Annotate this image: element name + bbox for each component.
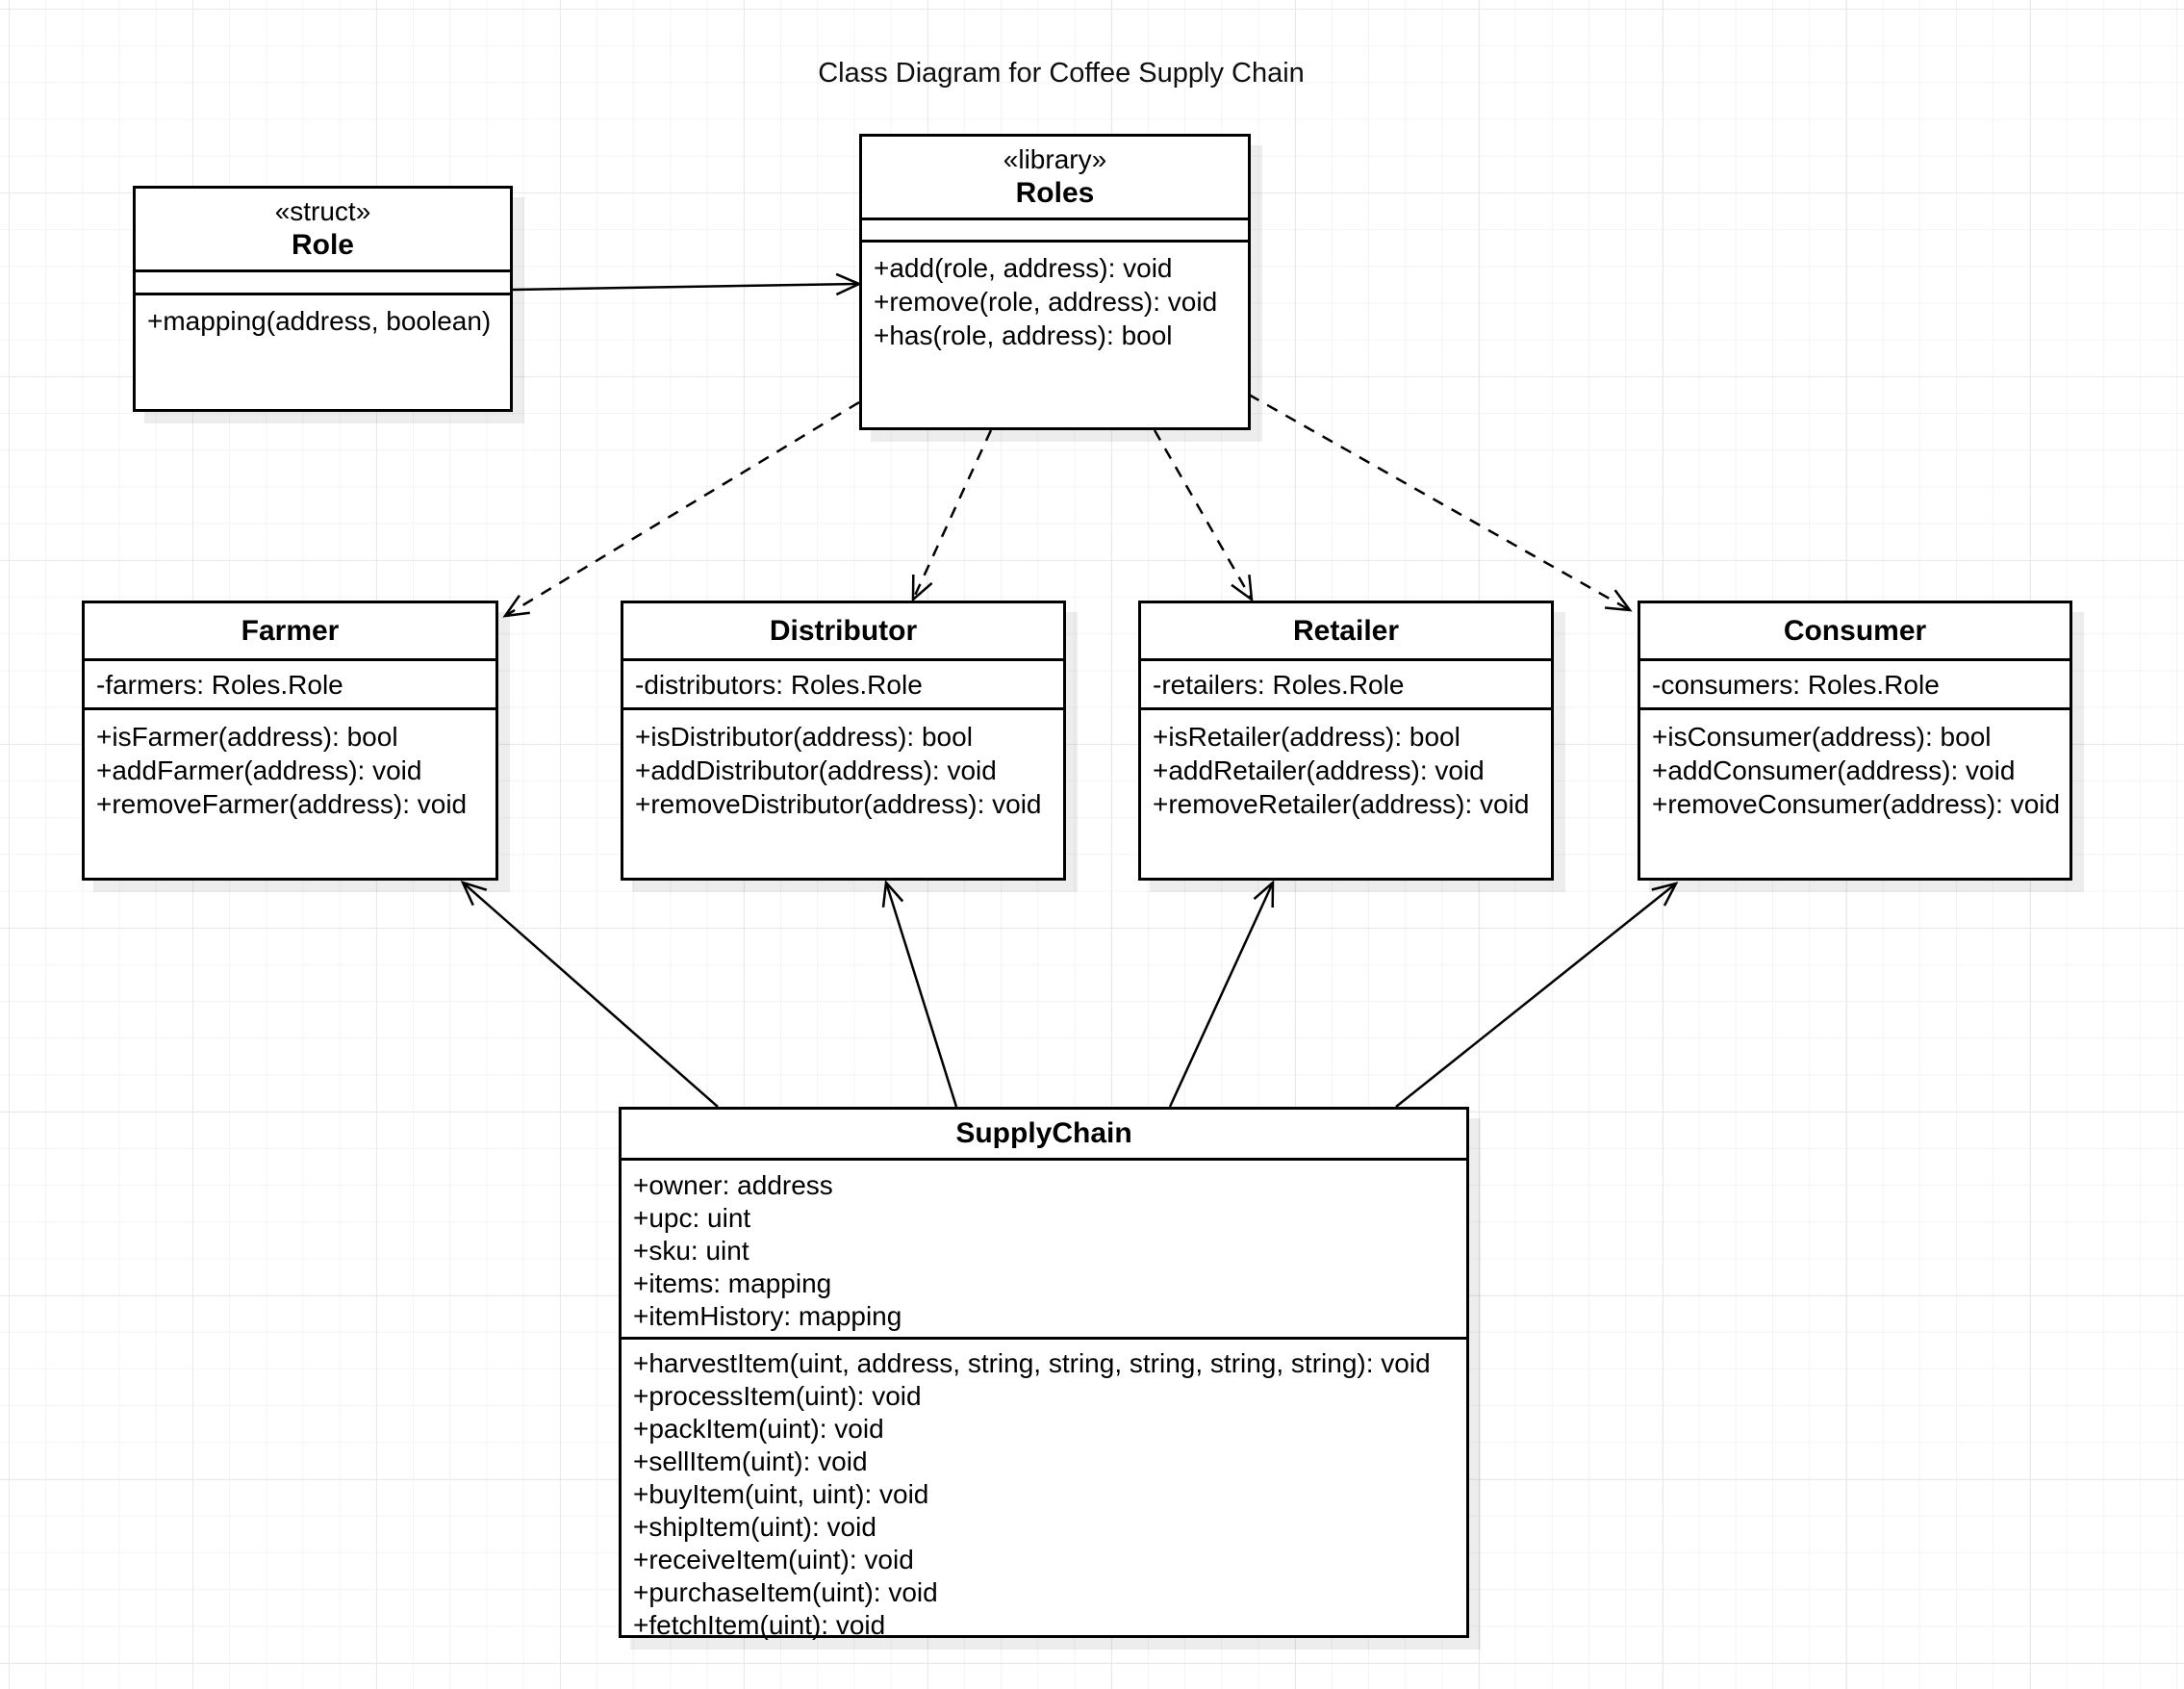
method-line: +shipItem(uint): void (633, 1512, 876, 1542)
class-header: Retailer (1141, 603, 1551, 658)
methods-compartment: +isRetailer(address): bool+addRetailer(a… (1141, 707, 1551, 878)
method-line: +removeRetailer(address): void (1153, 789, 1530, 819)
class-box-roles[interactable]: «library» Roles +add(role, address): voi… (859, 134, 1251, 430)
class-box-farmer[interactable]: Farmer -farmers: Roles.Role +isFarmer(ad… (82, 601, 498, 881)
method-line: +sellItem(uint): void (633, 1446, 868, 1476)
diagram-title: Class Diagram for Coffee Supply Chain (818, 58, 1305, 89)
attribute-line: -farmers: Roles.Role (96, 670, 343, 700)
method-line: +receiveItem(uint): void (633, 1545, 914, 1574)
attributes-compartment: -farmers: Roles.Role (85, 658, 495, 707)
methods-compartment: +add(role, address): void +remove(role, a… (862, 240, 1248, 427)
method-line: +addConsumer(address): void (1652, 755, 2016, 785)
arrowhead-icon (502, 594, 530, 618)
edge-supplychain-to-consumer[interactable] (1395, 882, 1679, 1108)
method-line: +packItem(uint): void (633, 1414, 884, 1444)
method-line: +remove(role, address): void (874, 287, 1218, 317)
attributes-compartment (136, 269, 510, 293)
attributes-compartment: +owner: address+upc: uint+sku: uint+item… (622, 1158, 1466, 1337)
attribute-line: +upc: uint (633, 1203, 751, 1233)
attribute-line: -consumers: Roles.Role (1652, 670, 1940, 700)
edge-supplychain-to-retailer[interactable] (1168, 880, 1275, 1108)
arrowhead-icon (1231, 574, 1254, 602)
method-line: +buyItem(uint, uint): void (633, 1479, 929, 1509)
method-line: +harvestItem(uint, address, string, stri… (633, 1348, 1431, 1378)
method-line: +removeDistributor(address): void (635, 789, 1042, 819)
class-box-consumer[interactable]: Consumer -consumers: Roles.Role +isConsu… (1638, 601, 2072, 881)
class-header: Farmer (85, 603, 495, 658)
edge-supplychain-to-distributor[interactable] (881, 880, 958, 1108)
method-line: +isConsumer(address): bool (1652, 722, 1992, 752)
stereotype-label: «library» (1003, 144, 1107, 174)
stereotype-label: «struct» (274, 196, 371, 226)
class-box-role[interactable]: «struct» Role +mapping(address, boolean) (133, 186, 513, 412)
class-box-supplychain[interactable]: SupplyChain +owner: address+upc: uint+sk… (619, 1107, 1469, 1640)
attribute-line: -distributors: Roles.Role (635, 670, 923, 700)
arrowhead-icon (911, 574, 933, 602)
methods-compartment: +mapping(address, boolean) (136, 293, 510, 409)
arrowhead-icon (1651, 882, 1679, 907)
method-line: +processItem(uint): void (633, 1381, 922, 1411)
attributes-compartment: -retailers: Roles.Role (1141, 658, 1551, 707)
class-name: Role (291, 229, 354, 261)
arrowhead-icon (460, 880, 488, 907)
class-header: «struct» Role (136, 189, 510, 269)
edge-supplychain-to-farmer[interactable] (460, 880, 719, 1108)
attribute-line: -retailers: Roles.Role (1153, 670, 1405, 700)
method-line: +isRetailer(address): bool (1153, 722, 1460, 752)
methods-compartment: +isDistributor(address): bool+addDistrib… (623, 707, 1063, 878)
class-name: Roles (1015, 177, 1095, 209)
class-header: Distributor (623, 603, 1063, 658)
edge-roles-to-distributor[interactable] (911, 429, 993, 602)
arrowhead-icon (1604, 589, 1633, 612)
method-line: +removeFarmer(address): void (96, 789, 468, 819)
methods-compartment: +isConsumer(address): bool+addConsumer(a… (1640, 707, 2070, 878)
method-line: +has(role, address): bool (874, 320, 1173, 350)
class-header: «library» Roles (862, 137, 1248, 218)
edge-role-to-roles[interactable] (512, 272, 863, 296)
method-line: +mapping(address, boolean) (147, 306, 492, 336)
method-line: +addFarmer(address): void (96, 755, 422, 785)
edge-roles-to-retailer[interactable] (1153, 429, 1254, 602)
class-name: Retailer (1292, 614, 1400, 647)
attribute-line: +itemHistory: mapping (633, 1301, 902, 1331)
class-name: SupplyChain (955, 1117, 1132, 1149)
method-line: +removeConsumer(address): void (1652, 789, 2061, 819)
class-name: Farmer (241, 614, 340, 647)
class-header: SupplyChain (622, 1110, 1466, 1158)
attributes-compartment (862, 218, 1248, 240)
edge-roles-to-consumer[interactable] (1248, 393, 1633, 612)
method-line: +purchaseItem(uint): void (633, 1577, 938, 1607)
class-header: Consumer (1640, 603, 2070, 658)
class-box-retailer[interactable]: Retailer -retailers: Roles.Role +isRetai… (1138, 601, 1554, 881)
class-name: Consumer (1783, 614, 1927, 647)
class-name: Distributor (769, 614, 918, 647)
method-line: +isFarmer(address): bool (96, 722, 398, 752)
methods-compartment: +isFarmer(address): bool+addFarmer(addre… (85, 707, 495, 878)
arrowhead-icon (881, 880, 904, 908)
attribute-line: +sku: uint (633, 1236, 749, 1266)
method-line: +add(role, address): void (874, 253, 1173, 283)
method-line: +isDistributor(address): bool (635, 722, 973, 752)
attribute-line: +owner: address (633, 1170, 833, 1200)
method-line: +addRetailer(address): void (1153, 755, 1485, 785)
method-line: +fetchItem(uint): void (633, 1610, 886, 1640)
edge-roles-to-farmer[interactable] (502, 400, 860, 618)
attributes-compartment: -distributors: Roles.Role (623, 658, 1063, 707)
method-line: +addDistributor(address): void (635, 755, 997, 785)
attribute-line: +items: mapping (633, 1268, 832, 1298)
attributes-compartment: -consumers: Roles.Role (1640, 658, 2070, 707)
arrowhead-icon (1253, 880, 1275, 908)
methods-compartment: +harvestItem(uint, address, string, stri… (622, 1337, 1466, 1649)
class-box-distributor[interactable]: Distributor -distributors: Roles.Role +i… (621, 601, 1066, 881)
